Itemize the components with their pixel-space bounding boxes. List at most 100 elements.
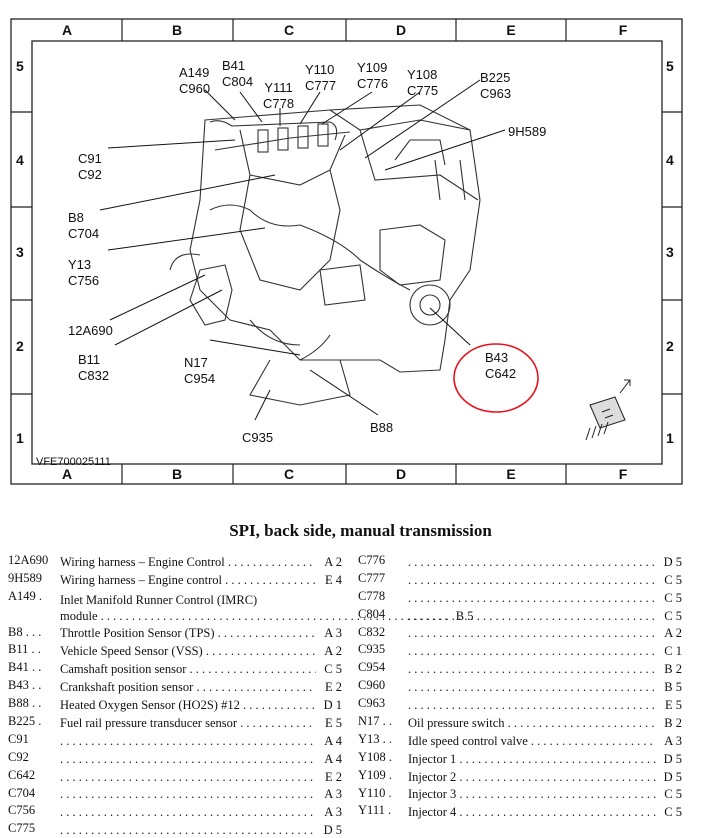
legend-code: B225 . bbox=[8, 714, 42, 729]
grid-col-f-top: F bbox=[618, 22, 628, 38]
legend-code: C960 bbox=[358, 678, 386, 693]
grid-col-b-top: B bbox=[171, 22, 183, 38]
legend-description: Throttle Position Sensor (TPS) bbox=[60, 625, 316, 641]
crank-pulley bbox=[409, 284, 451, 326]
legend-code: C775 bbox=[8, 821, 36, 836]
legend-description bbox=[408, 661, 656, 677]
grid-row-5-left: 5 bbox=[16, 58, 24, 74]
grid-row-3-left: 3 bbox=[16, 244, 24, 260]
legend-grid-location: E 2 bbox=[324, 680, 342, 695]
legend-code: A149 . bbox=[8, 588, 43, 603]
grid-col-a-top: A bbox=[61, 22, 73, 38]
legend-code: B88 . . bbox=[8, 696, 42, 711]
legend-row: Y13 . .Idle speed control valveA 3 bbox=[358, 731, 682, 749]
legend-code: Y110 . bbox=[358, 785, 392, 800]
legend-code: C963 bbox=[358, 696, 386, 711]
callout-c935: C935 bbox=[242, 430, 274, 445]
grid-col-d-top: D bbox=[395, 22, 407, 38]
wiring-location-diagram: A B C D E F A B C D E F 5 4 3 2 1 5 4 3 … bbox=[10, 18, 683, 485]
grid-col-e-top: E bbox=[506, 22, 516, 38]
legend-row: C960 B 5 bbox=[358, 677, 682, 695]
legend-description bbox=[60, 751, 316, 767]
grid-row-1-left: 1 bbox=[16, 430, 24, 446]
legend-code: 9H589 bbox=[8, 570, 43, 585]
legend-row: C963E 5 bbox=[358, 695, 682, 713]
legend-grid-location: A 2 bbox=[324, 554, 342, 569]
legend-description: Injector 2 bbox=[408, 769, 656, 785]
legend-grid-location: D 5 bbox=[663, 751, 682, 766]
figure-caption: SPI, back side, manual transmission bbox=[229, 521, 492, 540]
highlight-circle bbox=[453, 343, 539, 413]
callout-9h589: 9H589 bbox=[508, 124, 547, 139]
legend-description bbox=[60, 733, 316, 749]
legend-grid-location: C 5 bbox=[664, 590, 682, 605]
engine-drawing bbox=[169, 104, 481, 406]
legend-grid-location: D 1 bbox=[323, 698, 342, 713]
legend-code: C91 bbox=[8, 731, 29, 746]
grid-row-1-right: 1 bbox=[666, 430, 674, 446]
grid-row-4-right: 4 bbox=[666, 152, 674, 168]
legend-description bbox=[408, 643, 656, 659]
fuel-rail bbox=[209, 120, 338, 141]
grid-col-f-bottom: F bbox=[618, 466, 628, 482]
legend-row: C756A 3 bbox=[8, 802, 342, 820]
legend-code: Y13 . . bbox=[358, 731, 393, 746]
legend-code: C776 bbox=[358, 553, 386, 567]
legend-description: Camshaft position sensor bbox=[60, 661, 316, 677]
legend-row: C804 C 5 bbox=[358, 606, 682, 624]
legend-row: A149 .Inlet Manifold Runner Control (IMR… bbox=[8, 588, 474, 624]
callout-12a690: 12A690 bbox=[68, 323, 113, 338]
legend-description bbox=[408, 679, 656, 695]
legend-code: N17 . . bbox=[358, 714, 393, 729]
legend-grid-location: C 5 bbox=[664, 608, 682, 623]
legend-grid-location: D 5 bbox=[663, 554, 682, 569]
legend-description: Vehicle Speed Sensor (VSS) bbox=[60, 643, 316, 659]
legend-description: Heated Oxygen Sensor (HO2S) #12 bbox=[60, 697, 316, 713]
legend-code: C92 bbox=[8, 749, 29, 764]
legend-code: Y111 . bbox=[358, 803, 392, 818]
legend-row: B225 .Fuel rail pressure transducer sens… bbox=[8, 713, 342, 731]
legend-grid-location: A 2 bbox=[664, 626, 682, 641]
legend-code: C777 bbox=[358, 570, 386, 585]
legend-code: C804 bbox=[358, 606, 386, 621]
legend-description bbox=[408, 697, 656, 713]
grid-col-a-bottom: A bbox=[61, 466, 73, 482]
legend-right-column: C776D 5C777C 5C778C 5C804C 5C832A 2C935C… bbox=[358, 552, 682, 820]
grid-row-2-right: 2 bbox=[666, 338, 674, 354]
legend-grid-location: A 4 bbox=[324, 751, 342, 766]
grid-col-d-bottom: D bbox=[395, 466, 407, 482]
legend-row: B41 . .Camshaft position sensorC 5 bbox=[8, 659, 342, 677]
legend-grid-location: C 5 bbox=[664, 787, 682, 802]
legend-description: Idle speed control valve bbox=[408, 733, 656, 749]
legend-description bbox=[408, 572, 656, 588]
diagram-artwork bbox=[10, 18, 683, 485]
legend-code: C642 bbox=[8, 767, 36, 782]
legend-grid-location: B 5 bbox=[664, 680, 682, 695]
legend-grid-location: B 2 bbox=[664, 715, 682, 730]
legend-code: B11 . . bbox=[8, 642, 41, 657]
legend-grid-location: A 3 bbox=[324, 787, 342, 802]
legend-code: B8 . . . bbox=[8, 624, 42, 639]
legend-row: C91A 4 bbox=[8, 731, 342, 749]
engine-block-outline bbox=[189, 104, 481, 373]
grid-row-3-right: 3 bbox=[666, 244, 674, 260]
legend-grid-location: B 2 bbox=[664, 662, 682, 677]
legend-row: B43 . .Crankshaft position sensorE 2 bbox=[8, 677, 342, 695]
legend-description: Injector 4 bbox=[408, 804, 656, 820]
legend-grid-location: A 3 bbox=[324, 805, 342, 820]
legend-description bbox=[60, 769, 316, 785]
legend-grid-location: E 5 bbox=[324, 715, 342, 730]
legend-code: Y109 . bbox=[358, 767, 393, 782]
legend-row: C92 A 4 bbox=[8, 749, 342, 767]
legend-code: B43 . . bbox=[8, 678, 42, 693]
legend-code: 12A690 bbox=[8, 553, 49, 567]
diagram-frame bbox=[10, 18, 683, 485]
